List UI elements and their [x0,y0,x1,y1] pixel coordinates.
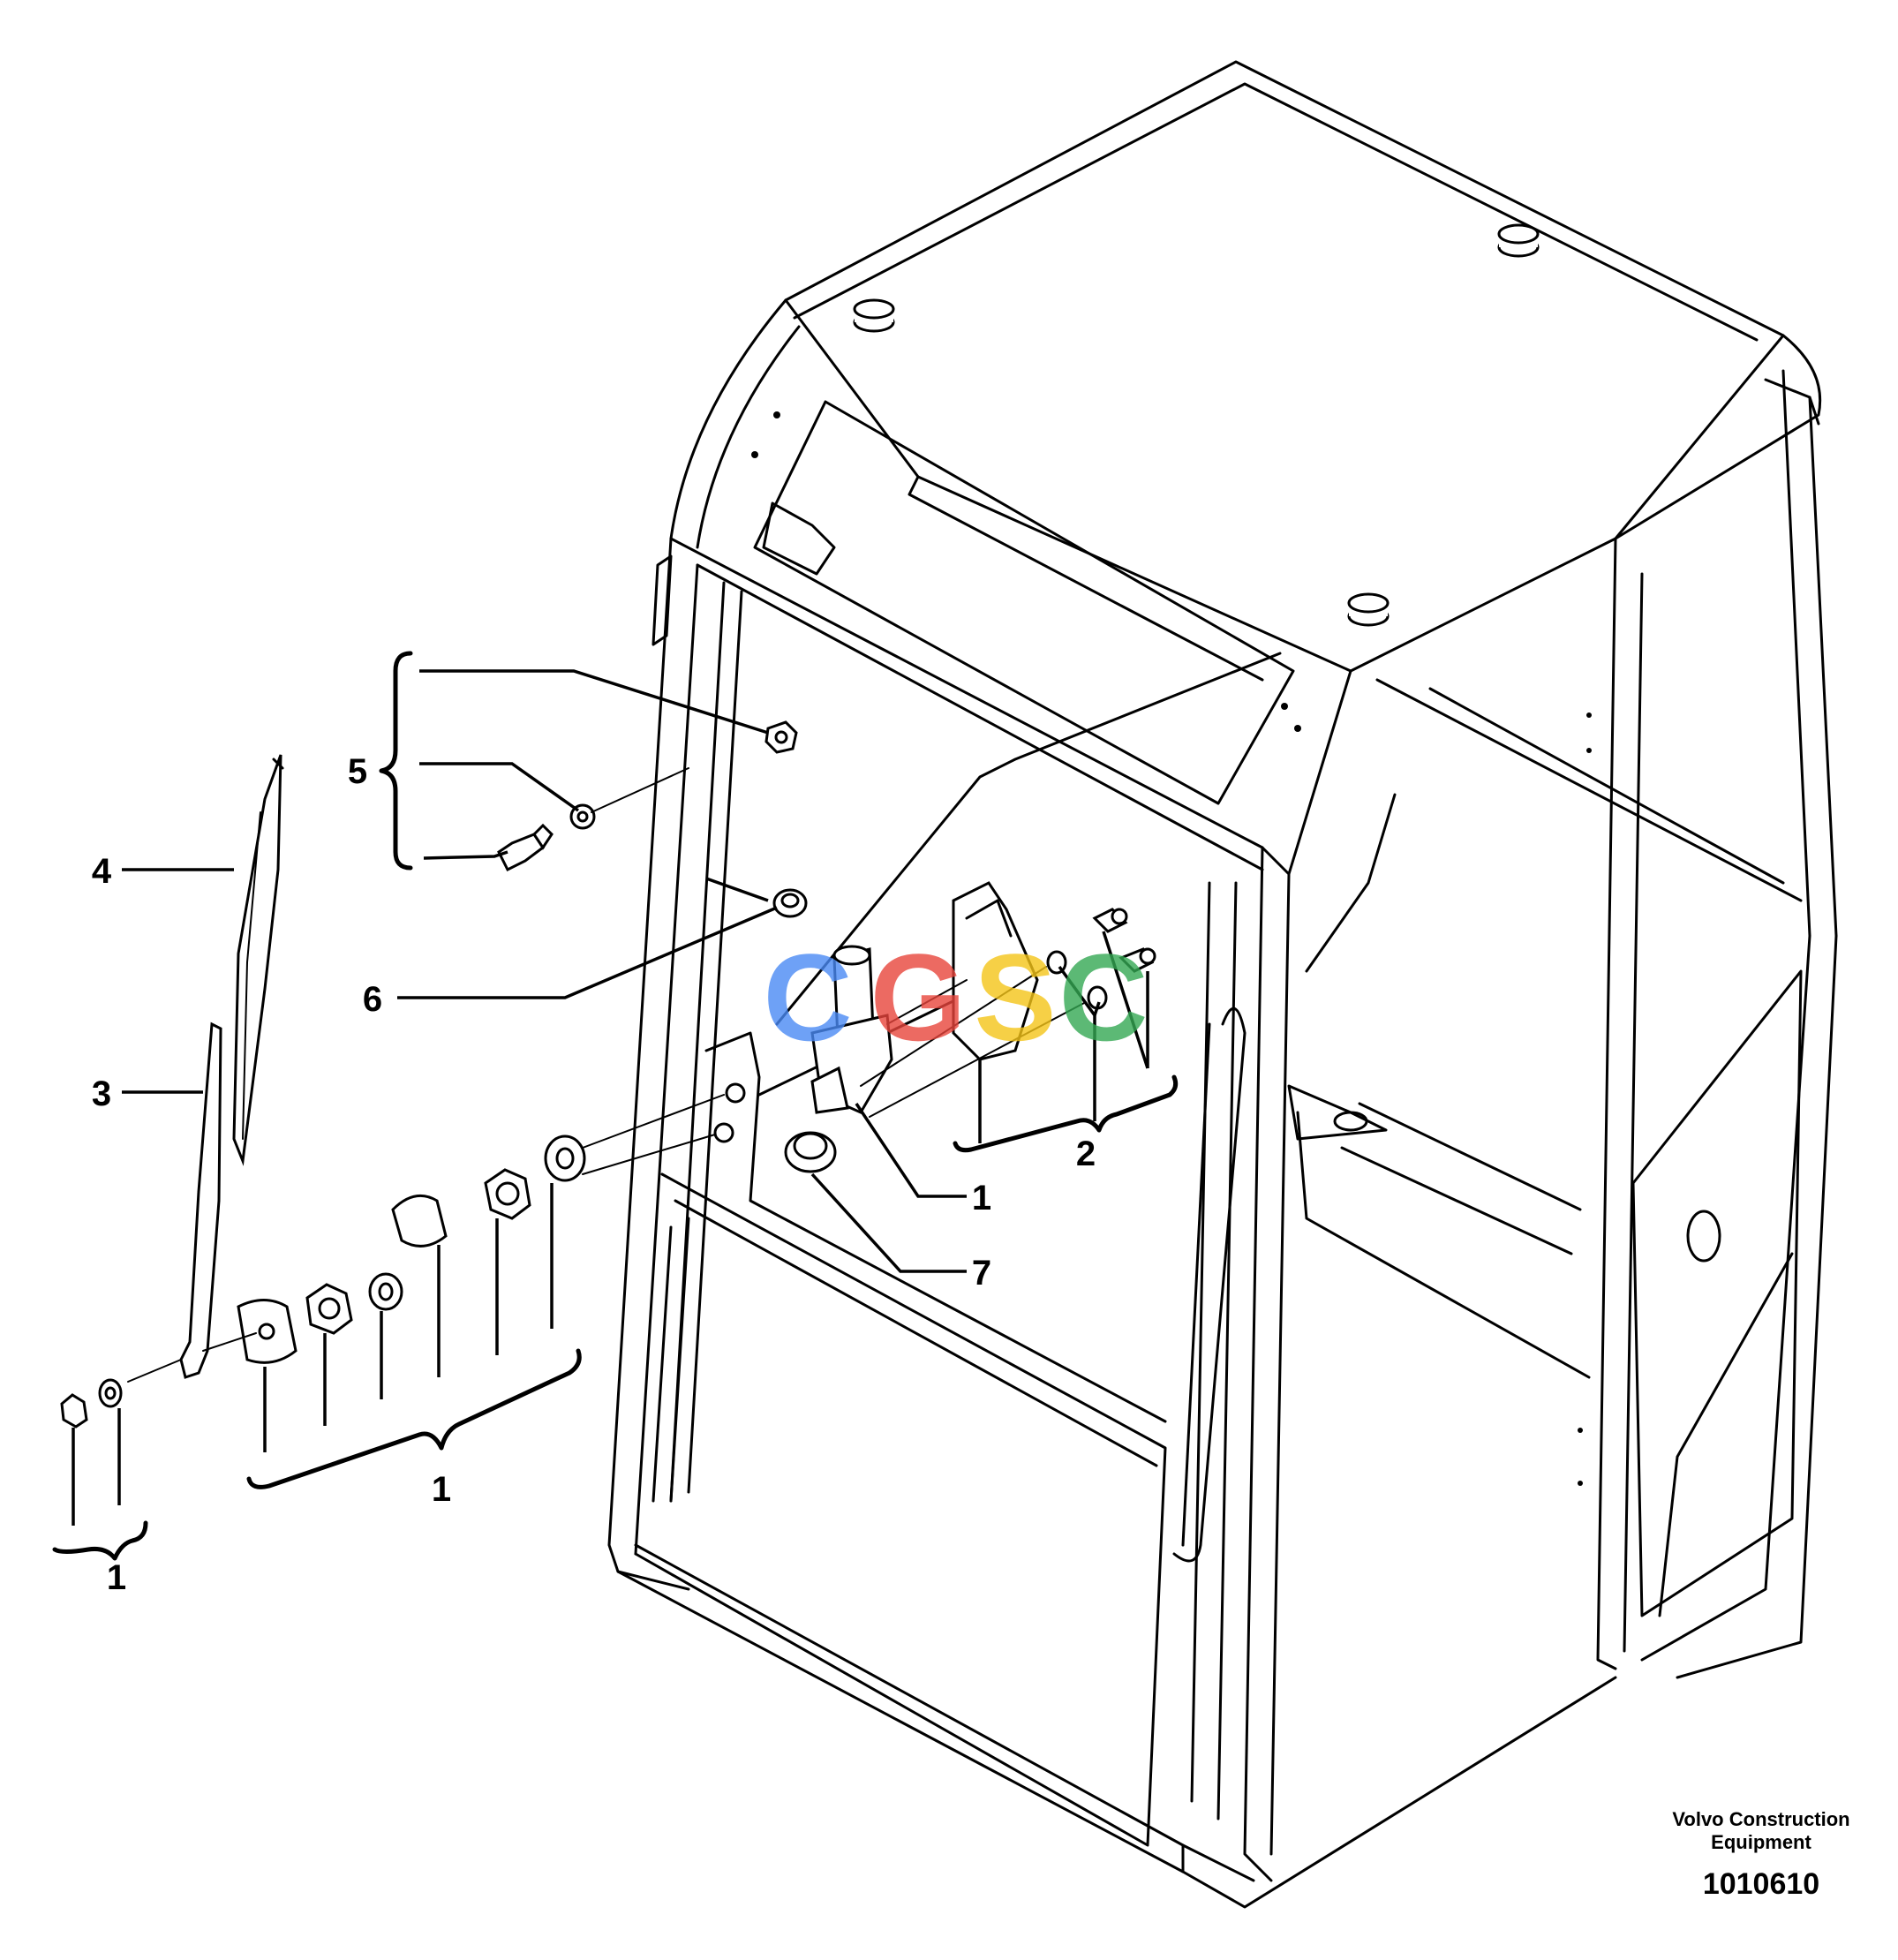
nozzle-nut [764,720,798,754]
watermark-letter-c1: C [763,928,852,1067]
callout-7: 7 [972,1254,991,1293]
wiper-arm [179,1021,222,1379]
washer-nozzle [497,823,554,872]
watermark-letter-g: G [870,928,967,1067]
wiper-blade [232,754,284,1166]
spacer-washer [544,1135,586,1182]
operator-cab [607,60,1838,1909]
bracket-bolt-1 [1092,908,1128,933]
bracket-bolt-2 [1118,947,1156,973]
company-name-line1: Volvo Construction [1672,1808,1849,1830]
callout-1-group: 1 [432,1470,451,1509]
hex-nut-large [484,1168,531,1220]
figure-number: 1010610 [1703,1867,1819,1901]
callout-3: 3 [92,1074,111,1113]
motor-bracket [952,881,1039,1061]
braces [52,651,1179,1561]
bushing [237,1299,298,1364]
grommet [772,888,808,918]
company-name-line2: Equipment [1711,1831,1811,1853]
watermark-letter-s: S [974,928,1056,1067]
panel-washer-1 [725,1082,746,1104]
wiper-motor [810,945,893,1114]
callout-5: 5 [348,752,367,791]
hex-nut-small [305,1283,353,1335]
cap-dome [391,1194,448,1248]
watermark-letter-c2: C [1058,928,1148,1067]
callout-6: 6 [363,980,382,1019]
callout-2: 2 [1076,1135,1096,1173]
cgsc-watermark: C G S C [763,928,1148,1067]
panel-washer-2 [713,1122,734,1143]
leader-lines [72,669,1149,1526]
callout-1-left: 1 [107,1558,126,1597]
lock-washer [368,1272,403,1311]
arm-nut [60,1393,88,1429]
arm-washer [98,1378,123,1408]
rubber-cap [784,1131,837,1173]
callout-4: 4 [92,852,112,891]
callout-1-motor: 1 [972,1179,991,1217]
